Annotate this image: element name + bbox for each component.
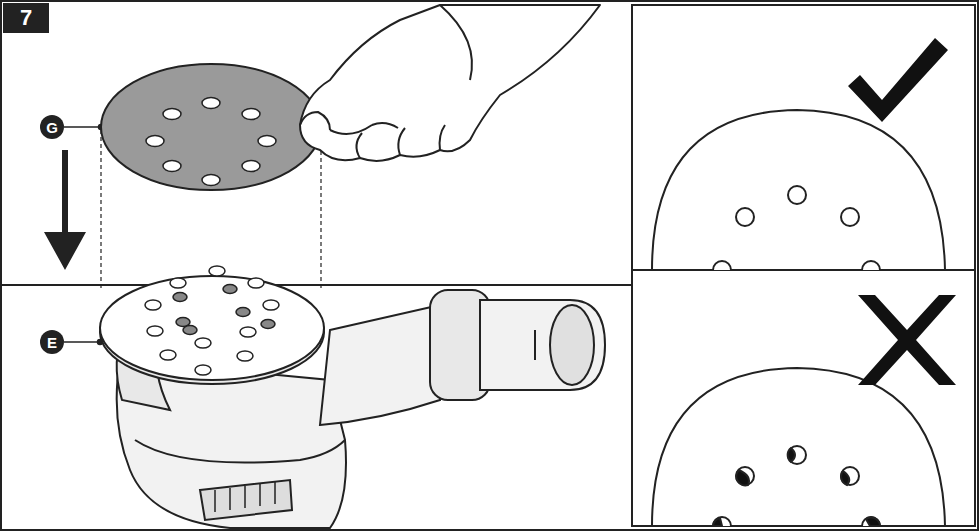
callout-letter: E bbox=[40, 330, 64, 354]
callout-letter: G bbox=[40, 115, 64, 139]
step-number: 7 bbox=[3, 3, 49, 33]
